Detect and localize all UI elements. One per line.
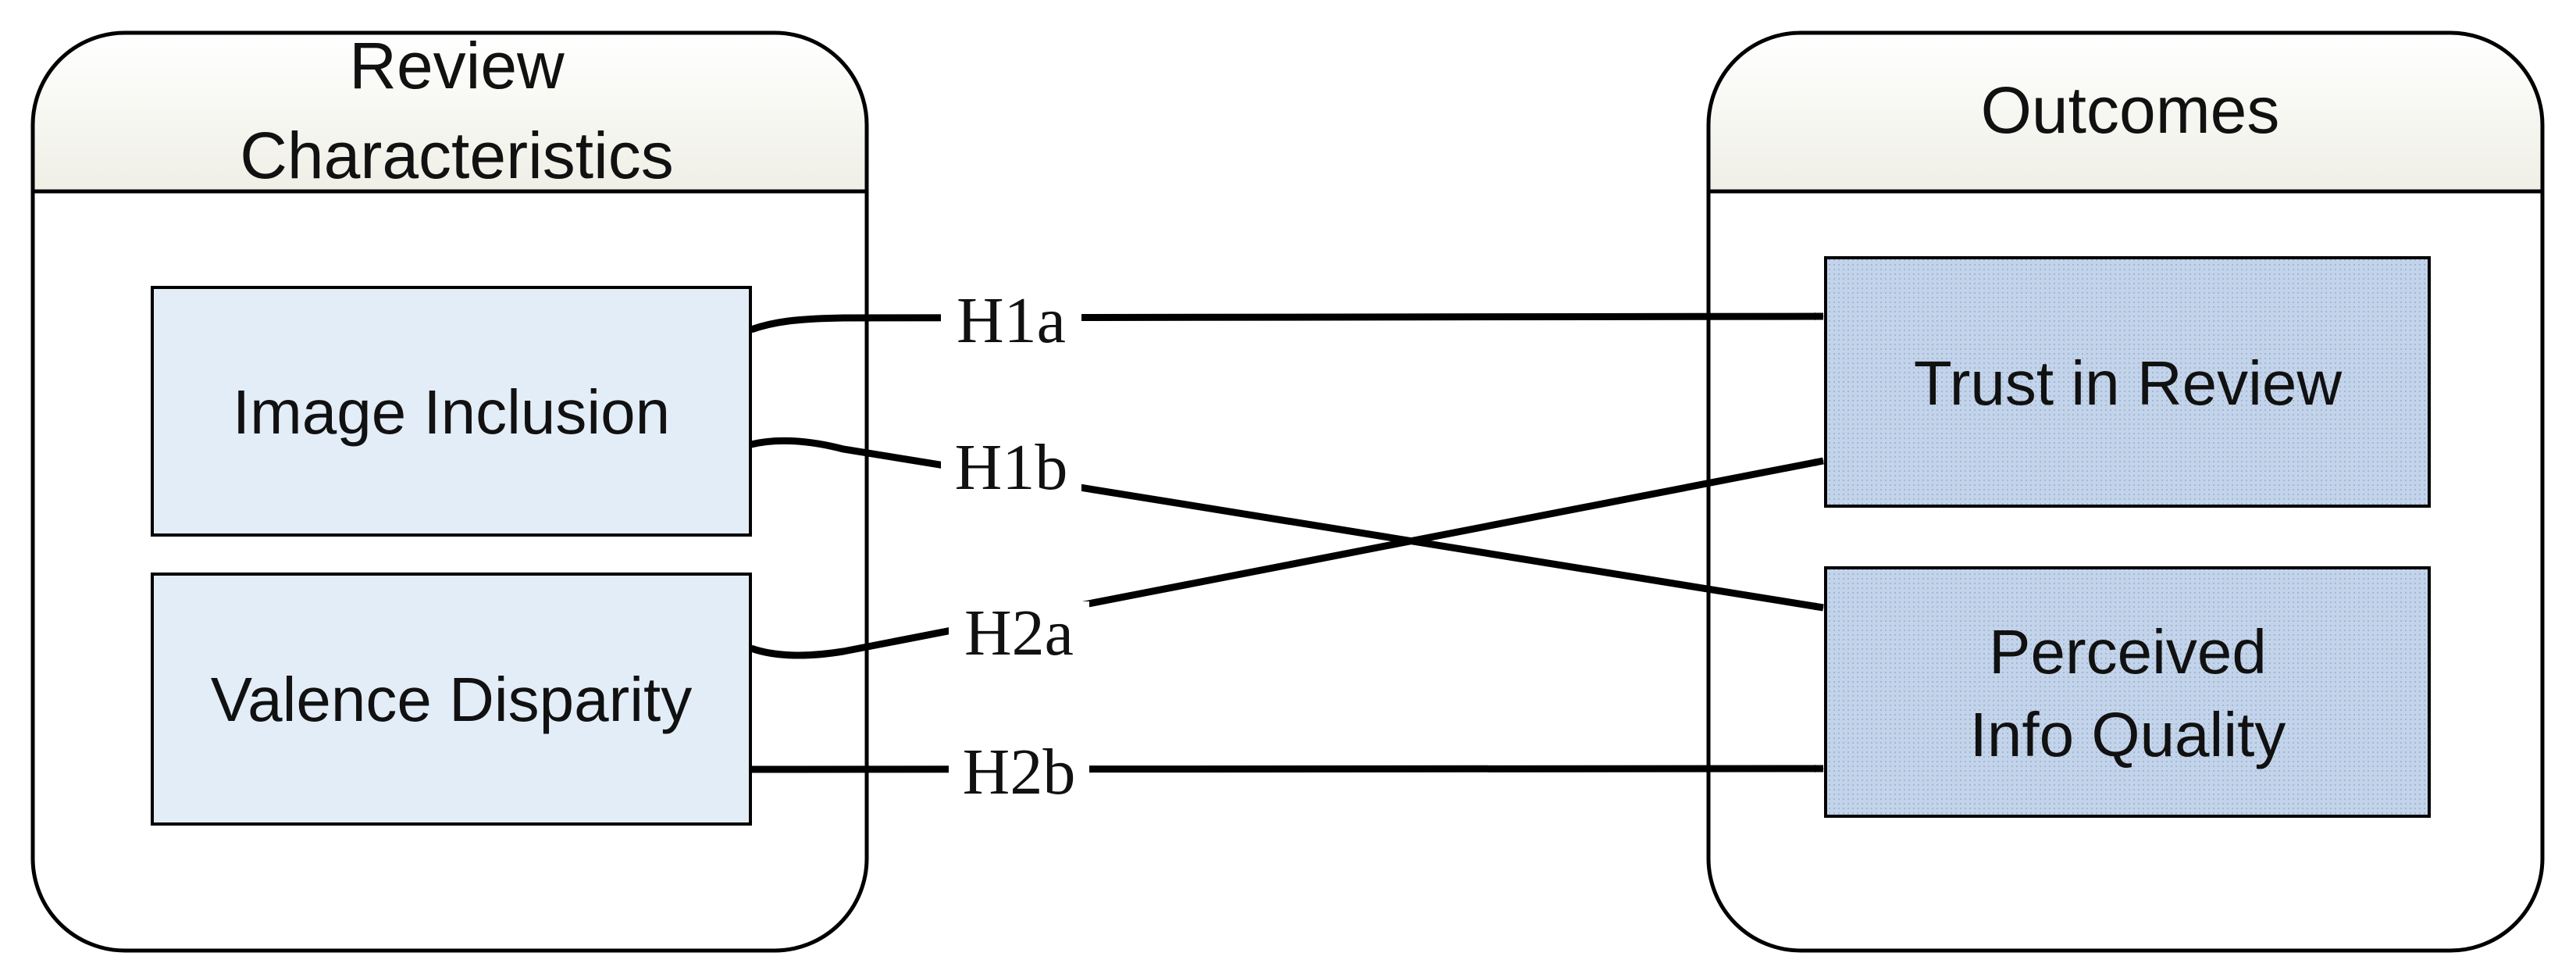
perceived-info-quality-label-line1: Perceived: [1989, 617, 2267, 687]
outcomes-group: Outcomes: [1706, 30, 2545, 953]
h2b-label-group: H2b: [949, 736, 1089, 808]
h1a-label-group: H1a: [941, 284, 1081, 357]
review-characteristics-title-line2: Characteristics: [240, 119, 673, 192]
h1b-label: H1b: [955, 431, 1068, 504]
perceived-info-quality-label-line2: Info Quality: [1970, 700, 2286, 769]
h2a-label: H2a: [964, 597, 1074, 669]
outcomes-container: [1706, 30, 2545, 953]
trust-in-review-box: Trust in Review: [1824, 256, 2431, 508]
h2a-label-group: H2a: [949, 597, 1089, 669]
h2b-label: H2b: [963, 736, 1076, 808]
review-characteristics-container: [30, 30, 869, 953]
perceived-info-quality-box: Perceived Info Quality: [1824, 566, 2431, 818]
valence-disparity-box: Valence Disparity: [151, 573, 752, 826]
review-characteristics-group: Review Characteristics: [30, 29, 869, 953]
image-inclusion-label: Image Inclusion: [233, 377, 670, 447]
image-inclusion-box: Image Inclusion: [151, 286, 752, 537]
h1b-label-group: H1b: [941, 431, 1081, 504]
review-characteristics-header: [33, 33, 867, 191]
h1a-arrow: [750, 312, 1824, 334]
outcomes-title: Outcomes: [1981, 73, 2280, 147]
review-characteristics-title-line1: Review: [349, 29, 565, 102]
trust-in-review-label: Trust in Review: [1914, 348, 2343, 418]
valence-disparity-label: Valence Disparity: [211, 665, 693, 734]
outcomes-header: [1708, 33, 2542, 191]
h1b-arrow: [750, 437, 1824, 612]
h1a-label: H1a: [957, 284, 1066, 357]
h2a-arrow: [750, 457, 1824, 659]
